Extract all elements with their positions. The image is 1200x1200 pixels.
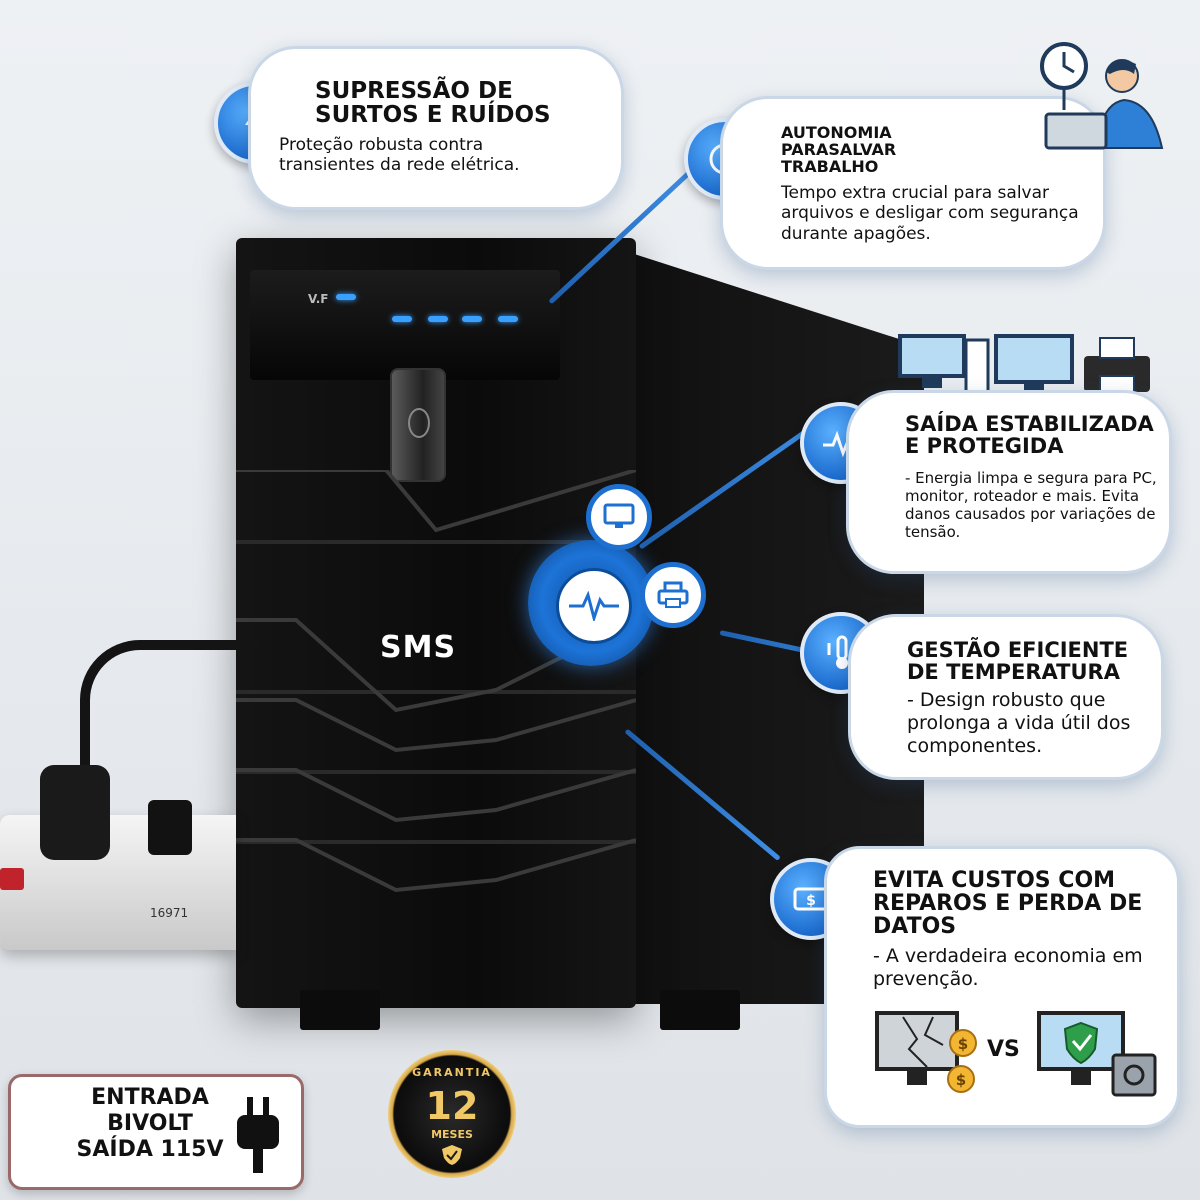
callout-text: Tempo extra crucial para salvar arquivos… <box>781 183 1079 244</box>
led-indicator <box>392 316 412 322</box>
led-indicator <box>336 294 356 300</box>
input-output-label: ENTRADA BIVOLT SAÍDA 115V <box>8 1074 304 1190</box>
callout-costs: EVITA CUSTOS COM REPAROS E PERDA DE DATO… <box>824 846 1180 1128</box>
monitor-icon <box>586 484 652 550</box>
printer-icon <box>640 562 706 628</box>
ups-panel-divider <box>236 840 636 844</box>
callout-output: SAÍDA ESTABILIZADA E PROTEGIDA - Energia… <box>846 390 1172 574</box>
seal-top-text: GARANTIA <box>412 1066 492 1079</box>
seal-number: 12 <box>425 1084 479 1128</box>
computers-printer-icon <box>898 334 1150 397</box>
plug-icon <box>40 765 110 860</box>
power-strip-switch <box>0 868 24 890</box>
heartbeat-icon <box>556 568 632 644</box>
svg-text:$: $ <box>958 1035 968 1053</box>
broken-monitor-icon: $ $ <box>875 1011 977 1093</box>
ups-panel-divider <box>236 540 636 544</box>
callout-temperature: GESTÃO EFICIENTE DE TEMPERATURA - Design… <box>848 614 1164 780</box>
ups-foot <box>300 990 380 1030</box>
vs-label: VS <box>987 1037 1020 1062</box>
ups-control-panel <box>250 270 560 380</box>
ups-front-waves <box>236 470 636 893</box>
power-cable <box>80 640 260 800</box>
callout-title: AUTONOMIA PARASALVAR TRABALHO <box>781 123 897 176</box>
protected-monitor-icon <box>1037 1011 1157 1097</box>
entrada-line: ENTRADA <box>91 1085 209 1110</box>
svg-text:$: $ <box>806 893 816 909</box>
callout-text: - A verdadeira economia em prevenção. <box>873 945 1143 990</box>
callout-title: SAÍDA ESTABILIZADA E PROTEGIDA <box>905 412 1154 459</box>
power-button[interactable] <box>390 368 446 482</box>
worker-laptop-icon <box>1040 42 1164 150</box>
input-output-text: ENTRADA BIVOLT SAÍDA 115V <box>65 1085 235 1163</box>
warranty-seal: GARANTIA 12 MESES <box>388 1050 516 1178</box>
callout-text: Proteção robusta contra transientes da r… <box>279 135 520 176</box>
strip-socket <box>148 800 192 855</box>
callout-title: SUPRESSÃO DE SURTOS E RUÍDOS <box>315 78 551 129</box>
ups-foot <box>660 990 740 1030</box>
ups-panel-divider <box>236 690 636 694</box>
brand-logo: SMS <box>380 630 457 665</box>
led-indicator <box>428 316 448 322</box>
callout-title: EVITA CUSTOS COM REPAROS E PERDA DE DATO… <box>873 868 1143 940</box>
power-strip-label: 16971 <box>150 906 189 920</box>
ups-panel-label: V.F <box>308 292 329 306</box>
callout-autonomy: AUTONOMIA PARASALVAR TRABALHO Tempo extr… <box>720 96 1106 270</box>
power-strip <box>0 815 236 950</box>
seal-bottom-text: MESES <box>431 1128 473 1141</box>
callout-text: - Design robusto que prolonga a vida úti… <box>907 689 1131 757</box>
ups-panel-divider <box>236 770 636 774</box>
led-indicator <box>462 316 482 322</box>
callout-title: GESTÃO EFICIENTE DE TEMPERATURA <box>907 638 1129 685</box>
callout-text: - Energia limpa e segura para PC, monito… <box>905 469 1157 541</box>
svg-text:$: $ <box>956 1071 966 1089</box>
led-indicator <box>498 316 518 322</box>
entrada-line: BIVOLT <box>107 1110 193 1136</box>
callout-surge: SUPRESSÃO DE SURTOS E RUÍDOS Proteção ro… <box>248 46 624 210</box>
shield-check-icon <box>442 1145 462 1165</box>
plug-icon <box>237 1097 279 1173</box>
safe-icon <box>1111 1053 1157 1097</box>
entrada-line: SAÍDA 115V <box>76 1136 224 1162</box>
